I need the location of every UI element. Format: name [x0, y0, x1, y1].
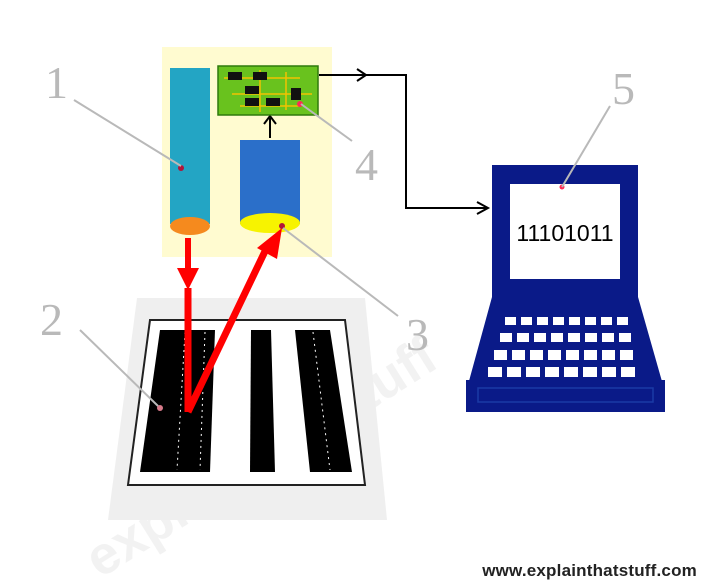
callout-label-3: 3 — [406, 309, 429, 360]
photocell-icon — [240, 140, 300, 233]
site-credit: www.explainthatstuff.com — [482, 561, 697, 580]
laptop-icon — [466, 165, 665, 412]
barcode-icon — [108, 298, 387, 520]
callout-label-1: 1 — [45, 57, 68, 108]
callout-label-5: 5 — [612, 63, 635, 114]
led-icon — [170, 68, 210, 235]
circuit-to-laptop-connector — [319, 68, 491, 215]
light-beam — [177, 228, 282, 414]
laptop-screen-output: 11101011 — [516, 220, 613, 246]
callout-label-4: 4 — [355, 139, 378, 190]
sensor-to-circuit-arrow — [263, 114, 277, 138]
callout-label-2: 2 — [40, 294, 63, 345]
callout-lines — [73, 99, 611, 407]
circuit-board-icon — [217, 65, 319, 116]
